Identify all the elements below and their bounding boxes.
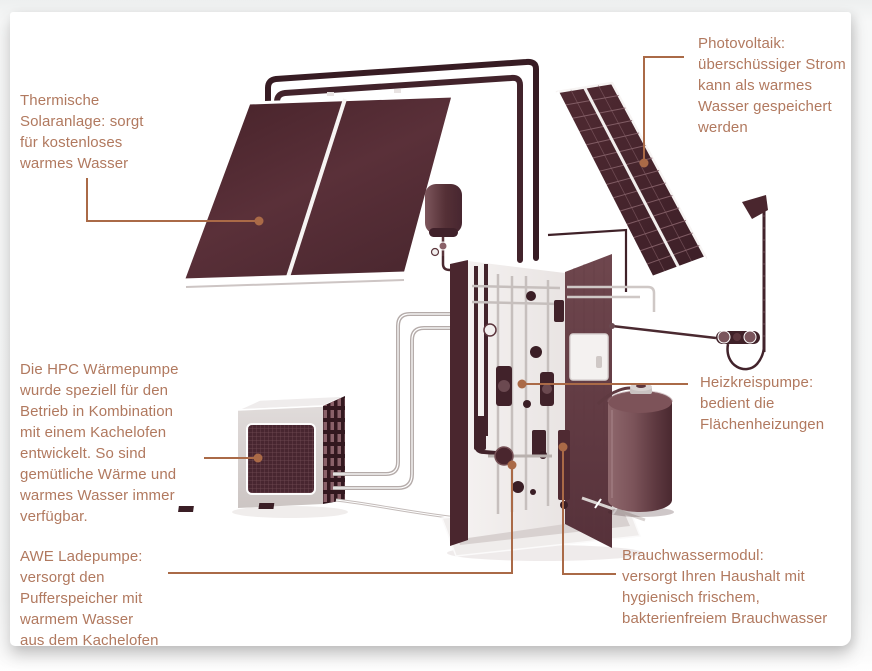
photovoltaik-label: Photovoltaik: überschüssiger Strom kann … [698,35,846,136]
photovoltaic-panel [555,81,708,280]
collector-pipes [265,58,539,263]
heat-pump-pipes [333,312,459,520]
expansion-vessel [425,184,468,272]
front-fan-grille [247,424,315,494]
foot [178,506,194,512]
mounting-clip [394,89,401,93]
hpc-heat-pump-label: Die HPC Wärmepumpe wurde speziell für de… [20,361,179,525]
pv-feed-pipe [547,228,628,292]
leader-dot-heat-pump [253,453,263,463]
leader-dot-photovoltaik [639,158,649,168]
leader-line-thermal-solar [86,178,256,222]
brauchwassermodul-label: Brauchwassermodul: versorgt Ihren Hausha… [622,547,828,627]
leader-dot-awe-ladepumpe [507,460,517,470]
left-side-board [450,260,468,546]
heat-pump [178,395,346,512]
side-vent-grille [323,396,345,504]
thermal-solar-collector [181,89,455,288]
foot [258,503,275,509]
awe-charging-pump [494,446,514,466]
leader-line-photovoltaik [643,56,684,160]
control-box [569,333,609,381]
shower [609,195,768,371]
mounting-clip [327,92,334,96]
heizkreispumpe-label: Heizkreispumpe: bedient die Flächenheizu… [700,374,825,433]
shower-supply-pipe [611,324,717,340]
thermal-solar-label: Thermische Solaranlage: sorgt für kosten… [20,92,144,172]
leader-dot-brauchwassermodul [558,442,568,452]
leader-line-awe-ladepumpe [168,468,513,574]
buffer-storage-tank [596,383,674,517]
leader-dots [253,158,649,470]
pressure-gauge [483,323,497,337]
awe-ladepumpe-label: AWE Ladepumpe: versorgt den Pufferspeich… [20,548,159,649]
shower-head [742,195,768,219]
leader-line-brauchwassermodul [562,450,616,575]
leader-dot-thermal-solar [254,216,264,226]
pressure-gauge [430,247,440,257]
leader-lines [86,56,688,575]
shower-hose [726,343,766,371]
right-side-board [565,254,612,548]
leader-dot-heizkreispumpe [517,379,527,389]
hydraulic-wall-unit [440,254,656,557]
